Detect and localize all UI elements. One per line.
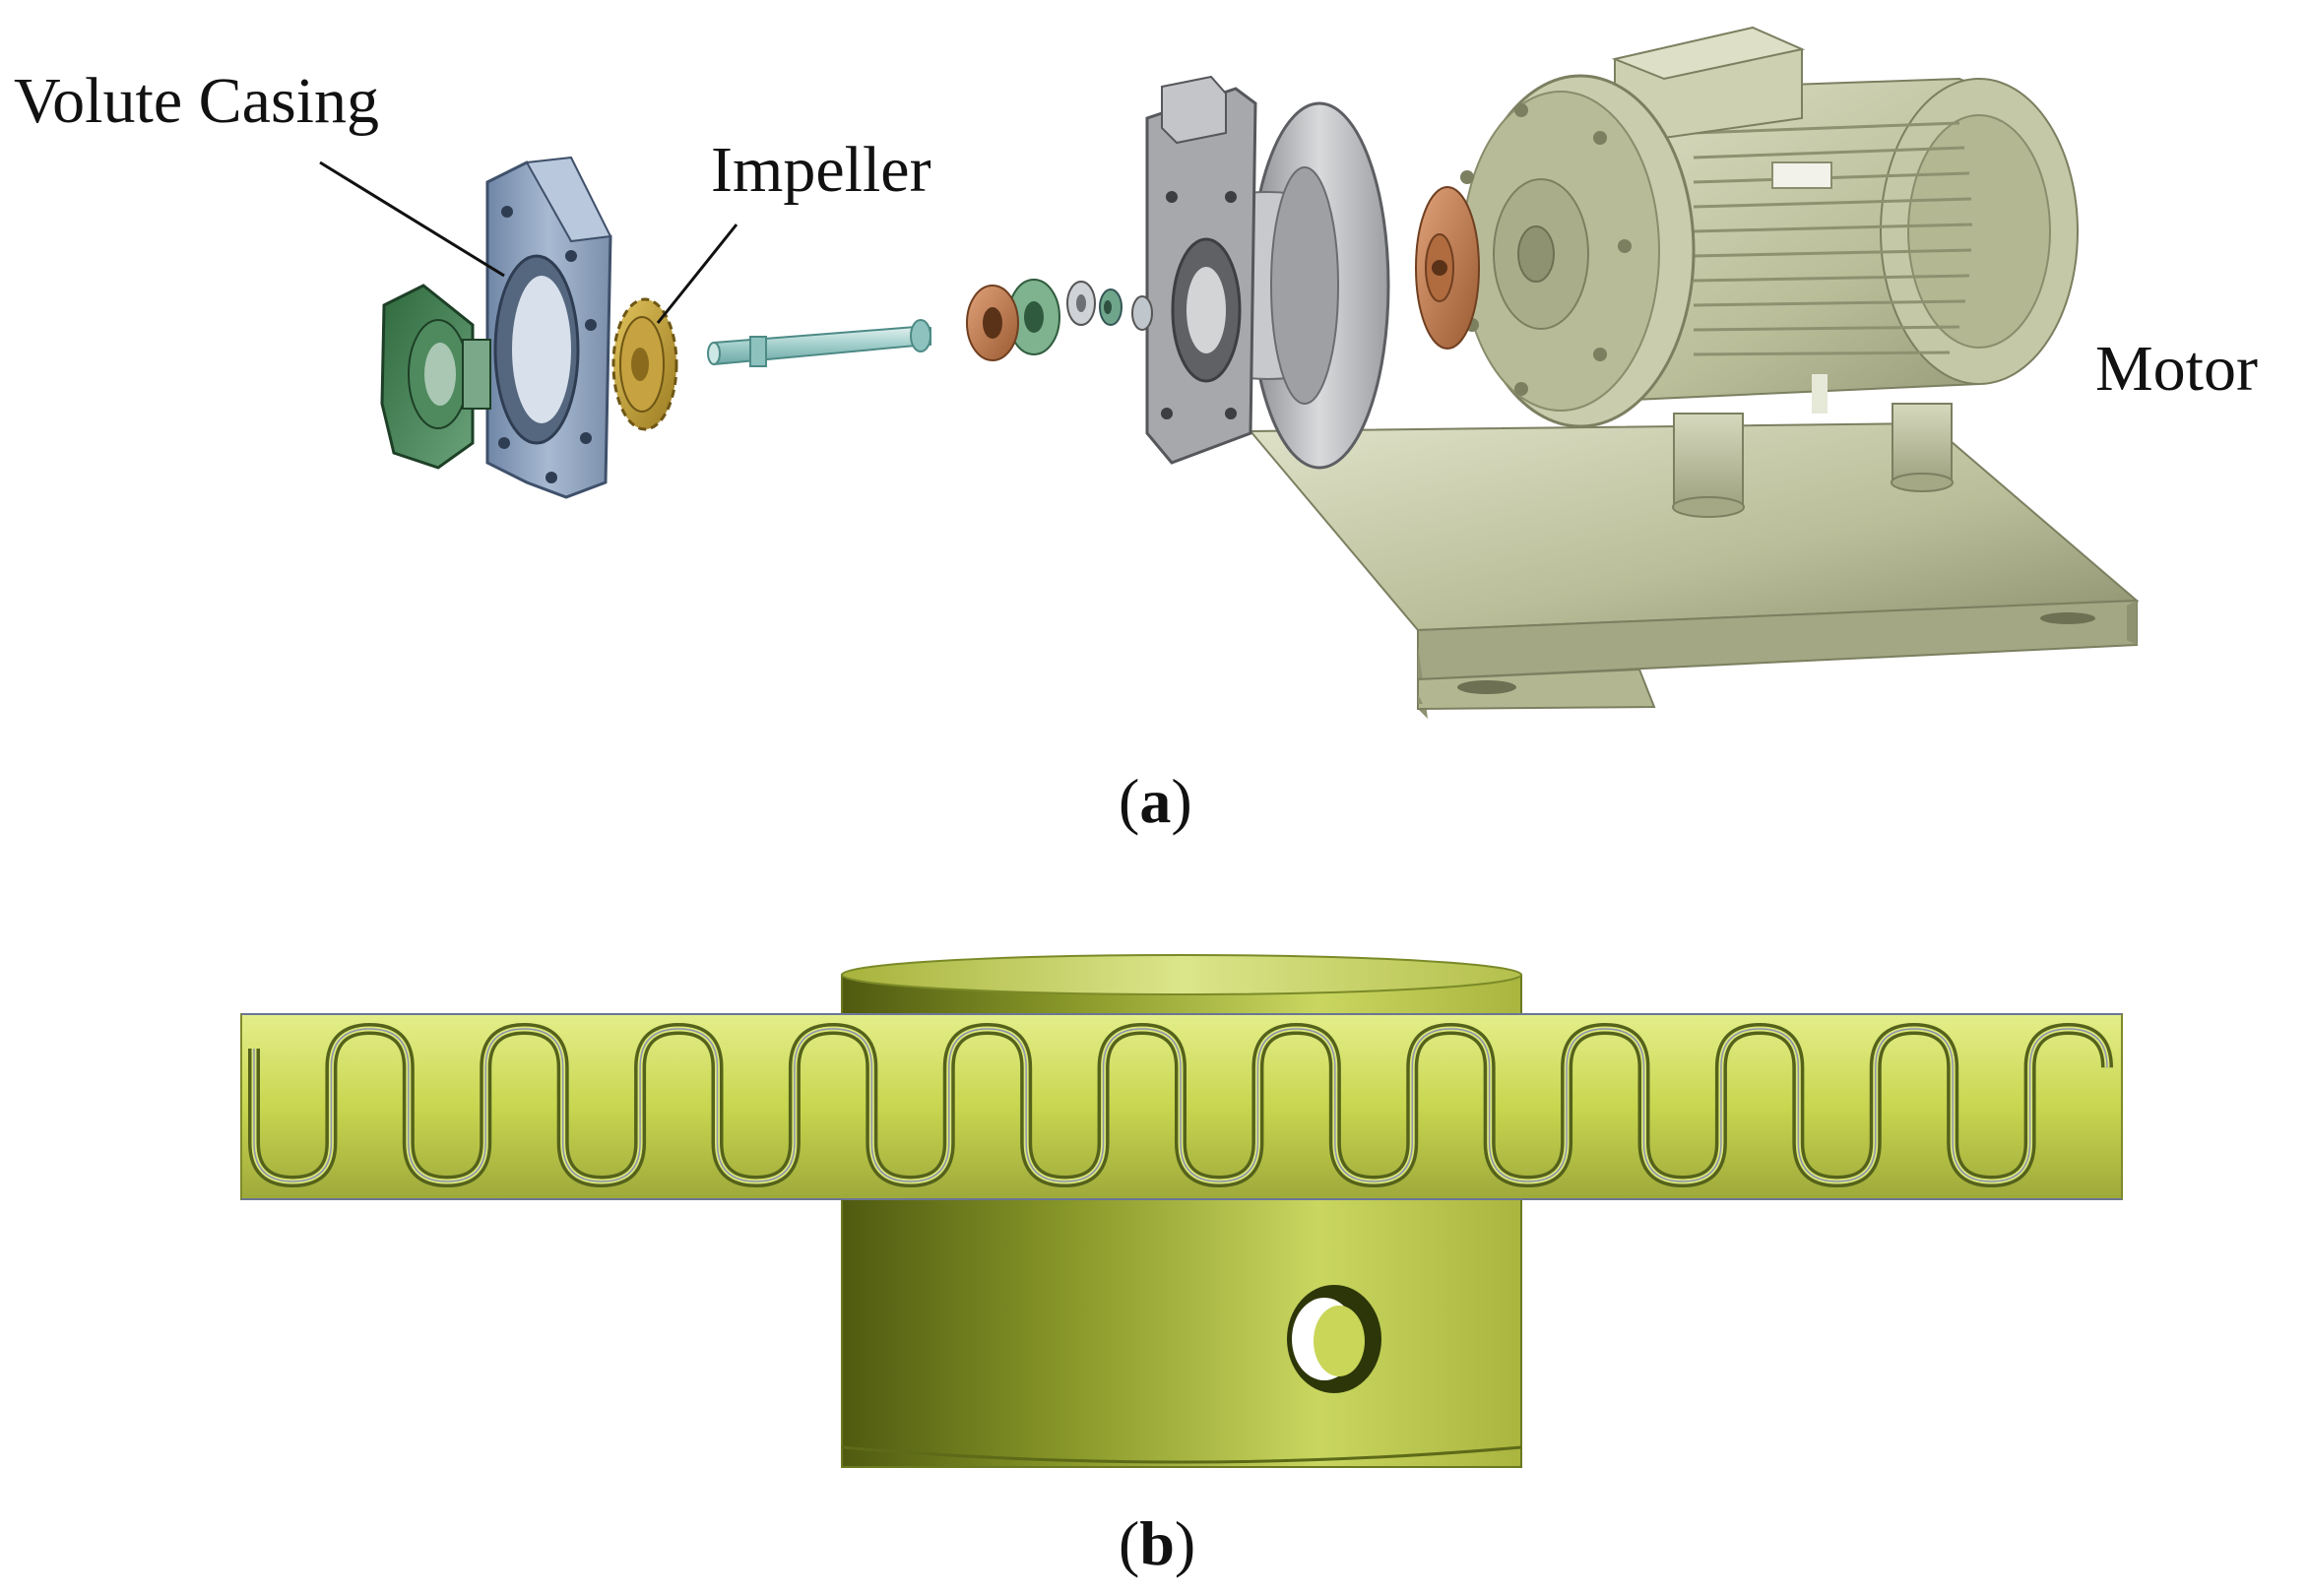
serpentine-impeller-model [240, 954, 2123, 1468]
serpentine-band [240, 1013, 2123, 1200]
panel-b-caption-letter: b [1139, 1508, 1175, 1578]
motor-front-flange [1460, 74, 1696, 428]
coupling-disc [1415, 186, 1480, 350]
panel-a-caption-open: ( [1119, 766, 1140, 836]
motor-feet [1672, 403, 1954, 518]
volute-casing-part [485, 156, 612, 499]
volute-casing-label: Volute Casing [14, 65, 379, 137]
impeller-leader [656, 223, 738, 324]
panel-a-caption-close: ) [1171, 766, 1192, 836]
panel-a-caption: (a) [1119, 770, 1192, 833]
seal-components [1066, 281, 1153, 331]
pump-bracket [1145, 75, 1390, 470]
panel-a-caption-letter: a [1139, 766, 1172, 836]
impeller-label: Impeller [711, 134, 931, 206]
exploded-pump-assembly [319, 26, 2140, 719]
panel-b-caption-open: ( [1119, 1508, 1140, 1578]
impeller-part [611, 297, 678, 431]
pump-shaft [707, 319, 931, 367]
volute-casing-leader [319, 160, 505, 278]
panel-b-caption-close: ) [1174, 1508, 1196, 1578]
panel-b-caption: (b) [1119, 1512, 1195, 1575]
front-cover-flange [380, 284, 491, 470]
bearing-pair [966, 279, 1060, 361]
motor-label: Motor [2095, 333, 2258, 405]
